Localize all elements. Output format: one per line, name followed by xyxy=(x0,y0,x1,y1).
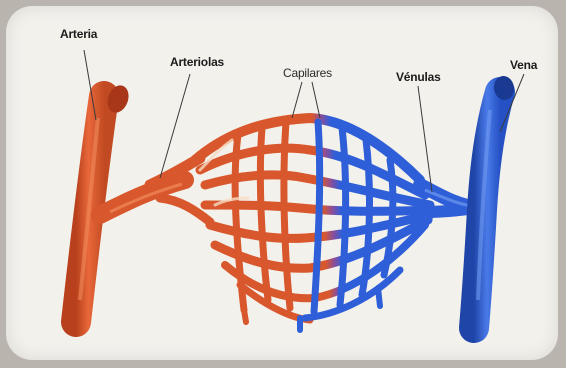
arteriole-trunk xyxy=(100,158,210,222)
label-capilares: Capilares xyxy=(283,66,332,80)
leader-capilares-2 xyxy=(312,82,320,118)
label-vena: Vena xyxy=(510,58,537,72)
leader-capilares-1 xyxy=(292,82,302,118)
vein-vessel xyxy=(474,74,516,328)
label-arteriolas: Arteriolas xyxy=(170,55,224,69)
capillary-network xyxy=(195,118,432,330)
label-arteria: Arteria xyxy=(60,27,97,41)
label-venulas: Vénulas xyxy=(396,70,441,84)
